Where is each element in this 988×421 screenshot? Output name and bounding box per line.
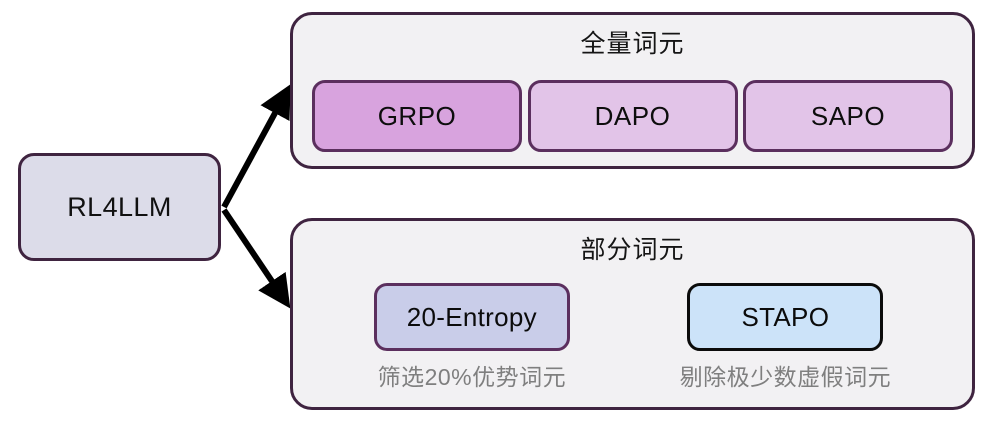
item-row-partial-tokens: 20-Entropy 筛选20%优势词元 STAPO 剔除极少数虚假词元 [319,283,946,392]
caption-20-entropy: 筛选20%优势词元 [377,364,567,390]
group-title-full-tokens: 全量词元 [580,30,685,58]
node-dapo-label: DAPO [594,100,671,131]
caption-stapo: 剔除极少数虚假词元 [679,364,892,390]
item-block-entropy: 20-Entropy 筛选20%优势词元 [373,283,570,392]
item-block-stapo: STAPO 剔除极少数虚假词元 [680,283,892,392]
node-stapo-label: STAPO [741,301,830,332]
node-rl4llm[interactable]: RL4LLM [18,153,221,261]
group-panel-full-tokens: 全量词元 GRPO DAPO SAPO [290,12,975,169]
node-dapo[interactable]: DAPO [527,80,738,152]
group-title-partial-tokens: 部分词元 [580,236,685,264]
node-sapo[interactable]: SAPO [743,80,953,152]
arrow-root-to-full-tokens [221,84,291,209]
chip-row-full-tokens: GRPO DAPO SAPO [312,80,953,152]
node-sapo-label: SAPO [810,100,886,131]
node-stapo[interactable]: STAPO [687,283,884,351]
node-rl4llm-label: RL4LLM [67,191,172,222]
node-grpo[interactable]: GRPO [312,80,522,152]
arrow-root-to-partial-tokens [221,208,291,309]
node-grpo-label: GRPO [377,100,457,131]
group-panel-partial-tokens: 部分词元 20-Entropy 筛选20%优势词元 STAPO 剔除极少数虚假词… [290,218,975,410]
node-20-entropy-label: 20-Entropy [406,301,537,332]
node-20-entropy[interactable]: 20-Entropy [373,283,570,351]
